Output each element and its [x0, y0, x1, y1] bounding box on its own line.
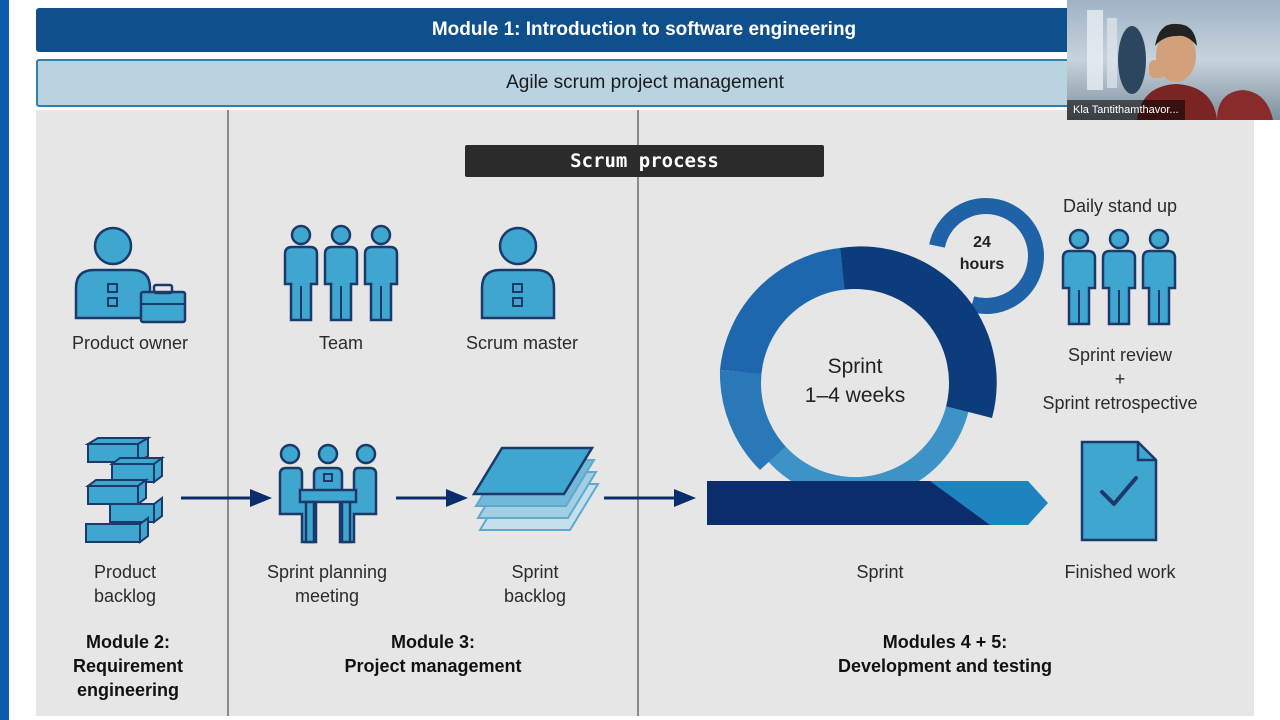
- sprint-track-dark: [707, 481, 990, 525]
- sprint-backlog-icon: [471, 446, 600, 531]
- modules-4-5-label: Modules 4 + 5: Development and testing: [837, 632, 1053, 676]
- arrow-planning-to-sprint-backlog: [396, 489, 468, 507]
- daily-cycle-text: 24 hours: [959, 234, 1005, 273]
- slide-left-accent: [0, 0, 9, 720]
- product-backlog-label: Product backlog: [93, 562, 157, 606]
- diagram-panel: [36, 110, 1254, 716]
- arrow-sprint-backlog-to-sprint: [604, 489, 696, 507]
- arrow-backlog-to-planning: [181, 489, 272, 507]
- scrum-process-pill: Scrum process: [465, 145, 824, 177]
- finished-work-icon: [1080, 440, 1158, 542]
- presenter-name: Kla Tantithamthavor...: [1067, 100, 1185, 120]
- team-label: Team: [318, 333, 363, 353]
- presenter-webcam[interactable]: Kla Tantithamthavor...: [1067, 0, 1280, 120]
- presenter-avatar: [1087, 10, 1273, 120]
- sprint-label: Sprint: [856, 562, 904, 582]
- sprint-ring-hole: [761, 289, 949, 477]
- sprint-planning-label: Sprint planning meeting: [266, 562, 388, 606]
- module-2-label: Module 2: Requirement engineering: [72, 632, 184, 700]
- sprint-planning-meeting-icon: [278, 443, 378, 544]
- product-owner-icon: [74, 226, 187, 324]
- sprint-backlog-label: Sprint backlog: [503, 562, 567, 606]
- product-backlog-icon: [84, 436, 165, 544]
- daily-cycle-ring: [929, 198, 1044, 314]
- finished-work-label: Finished work: [1064, 562, 1176, 582]
- sprint-duration-text: Sprint 1–4 weeks: [804, 355, 906, 407]
- team-icon: [283, 224, 399, 322]
- scrum-master-icon: [480, 226, 556, 320]
- module-3-label: Module 3: Project management: [344, 632, 522, 676]
- daily-standup-team-icon: [1061, 228, 1177, 326]
- slide-subtitle: Agile scrum project management: [36, 59, 1254, 107]
- daily-standup-label: Daily stand up: [1062, 196, 1178, 216]
- slide-title: Module 1: Introduction to software engin…: [36, 8, 1252, 52]
- sprint-review-label: Sprint review + Sprint retrospective: [1042, 345, 1198, 413]
- section-divider-1: [227, 110, 229, 716]
- product-owner-label: Product owner: [71, 333, 189, 353]
- scrum-master-label: Scrum master: [465, 333, 579, 353]
- section-divider-2: [637, 110, 639, 716]
